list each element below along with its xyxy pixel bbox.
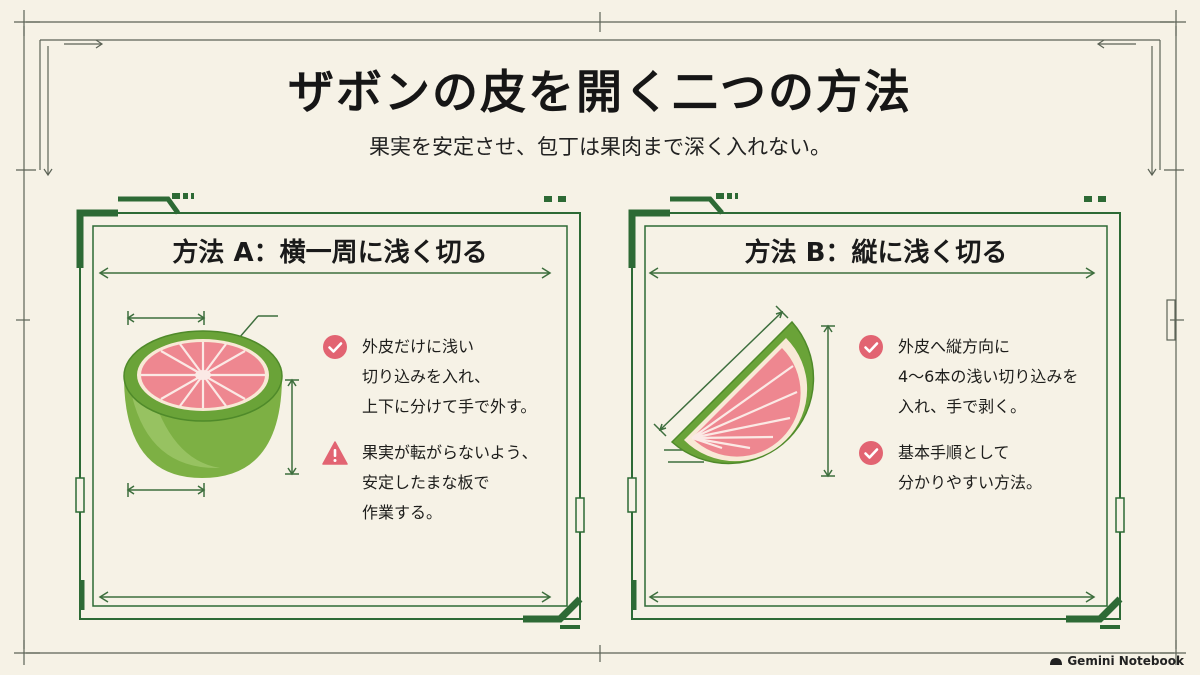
panel-b-frame (627, 193, 1125, 629)
panel-a-frame (75, 193, 585, 629)
method-a-items: 外皮だけに浅い 切り込みを入れ、 上下に分けて手で外す。 果実が転がらないよう、… (322, 334, 572, 528)
method-a-item-text: 外皮だけに浅い 切り込みを入れ、 上下に分けて手で外す。 (362, 337, 537, 416)
warning-triangle-icon (322, 441, 348, 465)
brand-text: Gemini Notebook (1067, 654, 1184, 668)
method-a-item: 外皮だけに浅い 切り込みを入れ、 上下に分けて手で外す。 (322, 334, 572, 422)
method-b-item-text: 基本手順として 分かりやすい方法。 (898, 443, 1043, 492)
method-a-item: 果実が転がらないよう、 安定したまな板で 作業する。 (322, 440, 572, 528)
method-b-item: 外皮へ縦方向に 4〜6本の浅い切り込みを 入れ、手で剥く。 (858, 334, 1108, 422)
method-b-title: 方法 B：縦に浅く切る (744, 238, 1008, 268)
method-a-item-text: 果実が転がらないよう、 安定したまな板で 作業する。 (362, 443, 538, 522)
check-circle-icon (323, 335, 347, 359)
brand-label: Gemini Notebook (1049, 654, 1184, 668)
pomelo-wedge-illustration (670, 320, 815, 465)
pomelo-half-illustration (123, 330, 283, 478)
method-a-title: 方法 A：横一周に浅く切る (172, 238, 488, 268)
check-circle-icon (859, 441, 883, 465)
method-b-item-text: 外皮へ縦方向に 4〜6本の浅い切り込みを 入れ、手で剥く。 (898, 337, 1079, 416)
method-b-item: 基本手順として 分かりやすい方法。 (858, 440, 1108, 498)
brand-logo-icon (1050, 657, 1063, 665)
page-title: ザボンの皮を開く二つの方法 (288, 65, 912, 119)
check-circle-icon (859, 335, 883, 359)
method-b-items: 外皮へ縦方向に 4〜6本の浅い切り込みを 入れ、手で剥く。 基本手順として 分か… (858, 334, 1108, 498)
page-subtitle: 果実を安定させ、包丁は果肉まで深く入れない。 (369, 135, 831, 159)
